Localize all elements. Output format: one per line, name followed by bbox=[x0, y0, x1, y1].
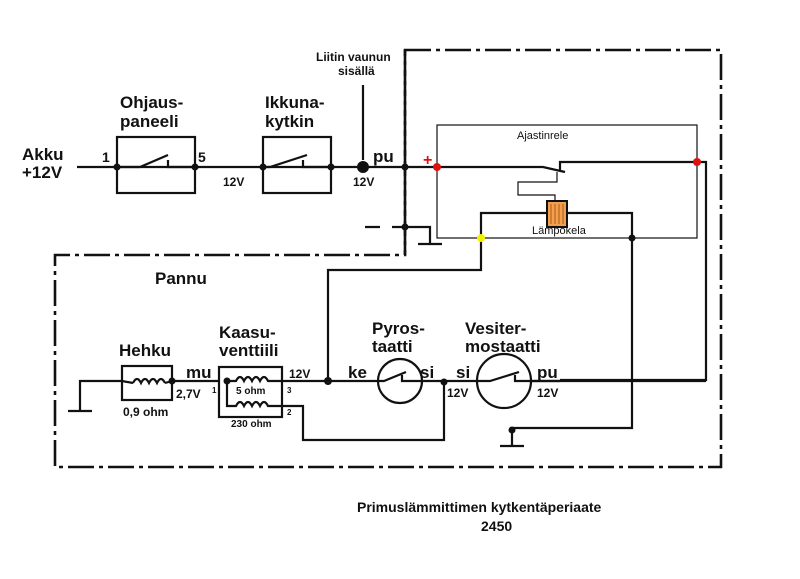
heat-coil-windings bbox=[550, 204, 564, 224]
pyrostat-label: Pyros- bbox=[372, 319, 425, 338]
pyrostat-label-2: taatti bbox=[372, 337, 413, 356]
node bbox=[628, 234, 636, 242]
relay-contact bbox=[437, 160, 697, 174]
control-panel-switch-icon bbox=[117, 153, 195, 169]
heat-coil-icon bbox=[546, 200, 568, 228]
node bbox=[259, 163, 267, 171]
connector-label: Liitin vaunun bbox=[316, 50, 391, 64]
battery-label: Akku bbox=[22, 145, 64, 164]
thermostat-label: Vesiter- bbox=[465, 319, 526, 338]
node bbox=[168, 377, 176, 385]
node bbox=[223, 377, 231, 385]
gas-valve-coil-2 bbox=[225, 381, 446, 442]
boiler-label: Pannu bbox=[155, 269, 207, 288]
relay-node-out bbox=[693, 158, 701, 166]
voltage-label: 12V bbox=[289, 367, 310, 381]
ground-symbol bbox=[500, 430, 524, 448]
gas-valve-box bbox=[217, 365, 284, 419]
window-switch-icon bbox=[263, 153, 331, 169]
wire-label: si bbox=[420, 363, 434, 382]
glow-plug-label: Hehku bbox=[119, 341, 171, 360]
pin-label: 2 bbox=[287, 408, 292, 417]
gas-valve-label: Kaasu- bbox=[219, 323, 276, 342]
wire-label: pu bbox=[373, 147, 394, 166]
node bbox=[401, 223, 409, 231]
wire-label: mu bbox=[186, 363, 212, 382]
window-switch-label-2: kytkin bbox=[265, 112, 314, 131]
voltage-label: 2,7V bbox=[176, 387, 201, 401]
gas-valve-r2: 230 ohm bbox=[231, 419, 272, 430]
connector-label-2: sisällä bbox=[338, 64, 375, 78]
node bbox=[191, 163, 199, 171]
plus-sign: + bbox=[423, 152, 432, 169]
wire-label: pu bbox=[537, 363, 558, 382]
battery-voltage: +12V bbox=[22, 163, 63, 182]
node bbox=[440, 378, 448, 386]
coil-wires bbox=[326, 211, 634, 430]
glow-resistance: 0,9 ohm bbox=[123, 405, 168, 419]
thermostat-label-2: mostaatti bbox=[465, 337, 541, 356]
diagram-number: 2450 bbox=[481, 518, 512, 534]
node bbox=[324, 377, 332, 385]
timer-relay-label: Ajastinrele bbox=[517, 130, 568, 142]
diagram-title: Primuslämmittimen kytkentäperiaate bbox=[357, 499, 602, 515]
control-panel-box bbox=[115, 135, 197, 195]
voltage-label: 12V bbox=[537, 386, 558, 400]
pin-label: 1 bbox=[212, 386, 217, 395]
relay-node-plus bbox=[433, 163, 441, 171]
voltage-label: 12V bbox=[223, 175, 244, 189]
gas-valve-coil-1 bbox=[227, 375, 282, 384]
pin-label: 5 bbox=[198, 149, 206, 165]
pin-label: 3 bbox=[287, 386, 292, 395]
gas-valve-r1: 5 ohm bbox=[236, 386, 266, 397]
thermostat-switch-icon bbox=[477, 370, 531, 383]
control-panel-label: Ohjaus- bbox=[120, 93, 183, 112]
node bbox=[113, 163, 121, 171]
timer-relay-box bbox=[436, 124, 698, 239]
pyrostat-switch-icon bbox=[378, 370, 422, 383]
wire-label: si bbox=[456, 363, 470, 382]
voltage-label: 12V bbox=[353, 175, 374, 189]
gas-valve-label-2: venttiili bbox=[219, 341, 279, 360]
node bbox=[327, 163, 335, 171]
control-panel-label-2: paneeli bbox=[120, 112, 179, 131]
voltage-label: 12V bbox=[447, 386, 468, 400]
wire-label: ke bbox=[348, 363, 367, 382]
relay-node-yellow bbox=[477, 234, 485, 242]
relay-armature bbox=[517, 172, 558, 205]
connector-node bbox=[357, 161, 369, 173]
node bbox=[401, 163, 409, 171]
glow-coil-icon bbox=[132, 377, 166, 386]
pin-label: 1 bbox=[102, 149, 110, 165]
heat-coil-label: Lämpökela bbox=[532, 225, 587, 237]
window-switch-label: Ikkuna- bbox=[265, 93, 325, 112]
